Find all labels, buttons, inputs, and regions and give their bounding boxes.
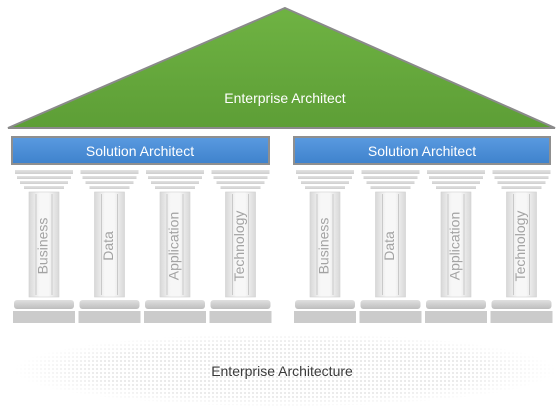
temple-1: Solution Architect Business Data Applicati… (11, 136, 272, 323)
foundation-fade (13, 332, 557, 408)
pillar-capital (427, 170, 485, 174)
roof: Enterprise Architect (7, 6, 556, 129)
pillar-group: Business Data Application Technology (13, 170, 272, 323)
pillar-application: Application (425, 170, 487, 323)
pillar-data: Data (359, 170, 422, 323)
pillar-capital (89, 186, 130, 189)
pillar-capital (82, 176, 137, 179)
pillar-plinth (425, 311, 487, 323)
pillar-label: Business (35, 218, 51, 275)
pillar-shaft (440, 191, 472, 298)
pillar-capital (501, 186, 542, 189)
pillar-shaft (309, 191, 341, 298)
pillar-label: Data (381, 231, 397, 261)
pillar-capital (497, 181, 546, 184)
pillar-shaft (28, 191, 60, 298)
foundation: Enterprise Architecture (13, 332, 557, 408)
pillar-capital (146, 170, 204, 174)
pillar-plinth (359, 311, 422, 323)
pillar-plinth (78, 311, 141, 323)
solution-architect-label: Solution Architect (368, 143, 476, 159)
pillar-plinth (144, 311, 206, 323)
pillar-base (145, 300, 205, 309)
solution-architect-beam (293, 136, 551, 165)
pillar-technology: Technology (490, 170, 553, 323)
pillar-capital (20, 181, 68, 184)
solution-architect-beam (11, 136, 270, 165)
pillar-shaft (225, 191, 256, 298)
pillar-capital (211, 170, 270, 174)
pillar-base (491, 300, 552, 309)
temple-2: Solution Architect Business Data Applicati… (293, 136, 553, 323)
pillar-capital (216, 181, 265, 184)
pillar-capital (151, 181, 199, 184)
pillar-capital (24, 186, 64, 189)
pillar-capital (220, 186, 261, 189)
pillar-business: Business (13, 170, 75, 323)
pillar-capital (366, 181, 415, 184)
pillar-capital (436, 186, 476, 189)
pillar-data: Data (78, 170, 141, 323)
pillar-capital (296, 170, 354, 174)
pillar-capital (305, 186, 345, 189)
pillar-capital (492, 170, 551, 174)
pillar-base (426, 300, 486, 309)
pillar-capital (155, 186, 195, 189)
pillar-capital (213, 176, 268, 179)
pillar-capital (298, 176, 352, 179)
pillar-shaft (506, 191, 537, 298)
pillar-capital (15, 170, 73, 174)
pillar-label: Application (166, 212, 182, 281)
pillar-shaft (94, 191, 125, 298)
pillar-capital (85, 181, 134, 184)
roof-label: Enterprise Architect (224, 90, 345, 106)
pillar-label: Technology (231, 211, 247, 282)
pillar-plinth (294, 311, 356, 323)
pillar-capital (429, 176, 483, 179)
pillar-plinth (490, 311, 553, 323)
pillar-plinth (209, 311, 272, 323)
pillar-business: Business (294, 170, 356, 323)
pillar-capital (361, 170, 420, 174)
pillar-capital (432, 181, 480, 184)
pillar-label: Business (316, 218, 332, 275)
foundation-label: Enterprise Architecture (211, 363, 353, 379)
pillar-label: Application (447, 212, 463, 281)
pillar-capital (494, 176, 549, 179)
pillar-capital (370, 186, 411, 189)
pillar-technology: Technology (209, 170, 272, 323)
pillar-capital (148, 176, 202, 179)
pillar-shaft (159, 191, 191, 298)
pillar-capital (17, 176, 71, 179)
pillar-shaft (375, 191, 406, 298)
solution-architect-label: Solution Architect (86, 143, 194, 159)
pillar-base (360, 300, 421, 309)
pillar-plinth (13, 311, 75, 323)
pillar-application: Application (144, 170, 206, 323)
pillar-group: Business Data Application Technology (294, 170, 553, 323)
pillar-base (295, 300, 355, 309)
pillar-label: Technology (512, 211, 528, 282)
pillar-base (79, 300, 140, 309)
roof-triangle (7, 6, 556, 129)
pillar-base (14, 300, 74, 309)
pillar-capital (363, 176, 418, 179)
pillar-capital (301, 181, 349, 184)
pillar-base (210, 300, 271, 309)
pillar-capital (80, 170, 139, 174)
pillar-label: Data (100, 231, 116, 261)
